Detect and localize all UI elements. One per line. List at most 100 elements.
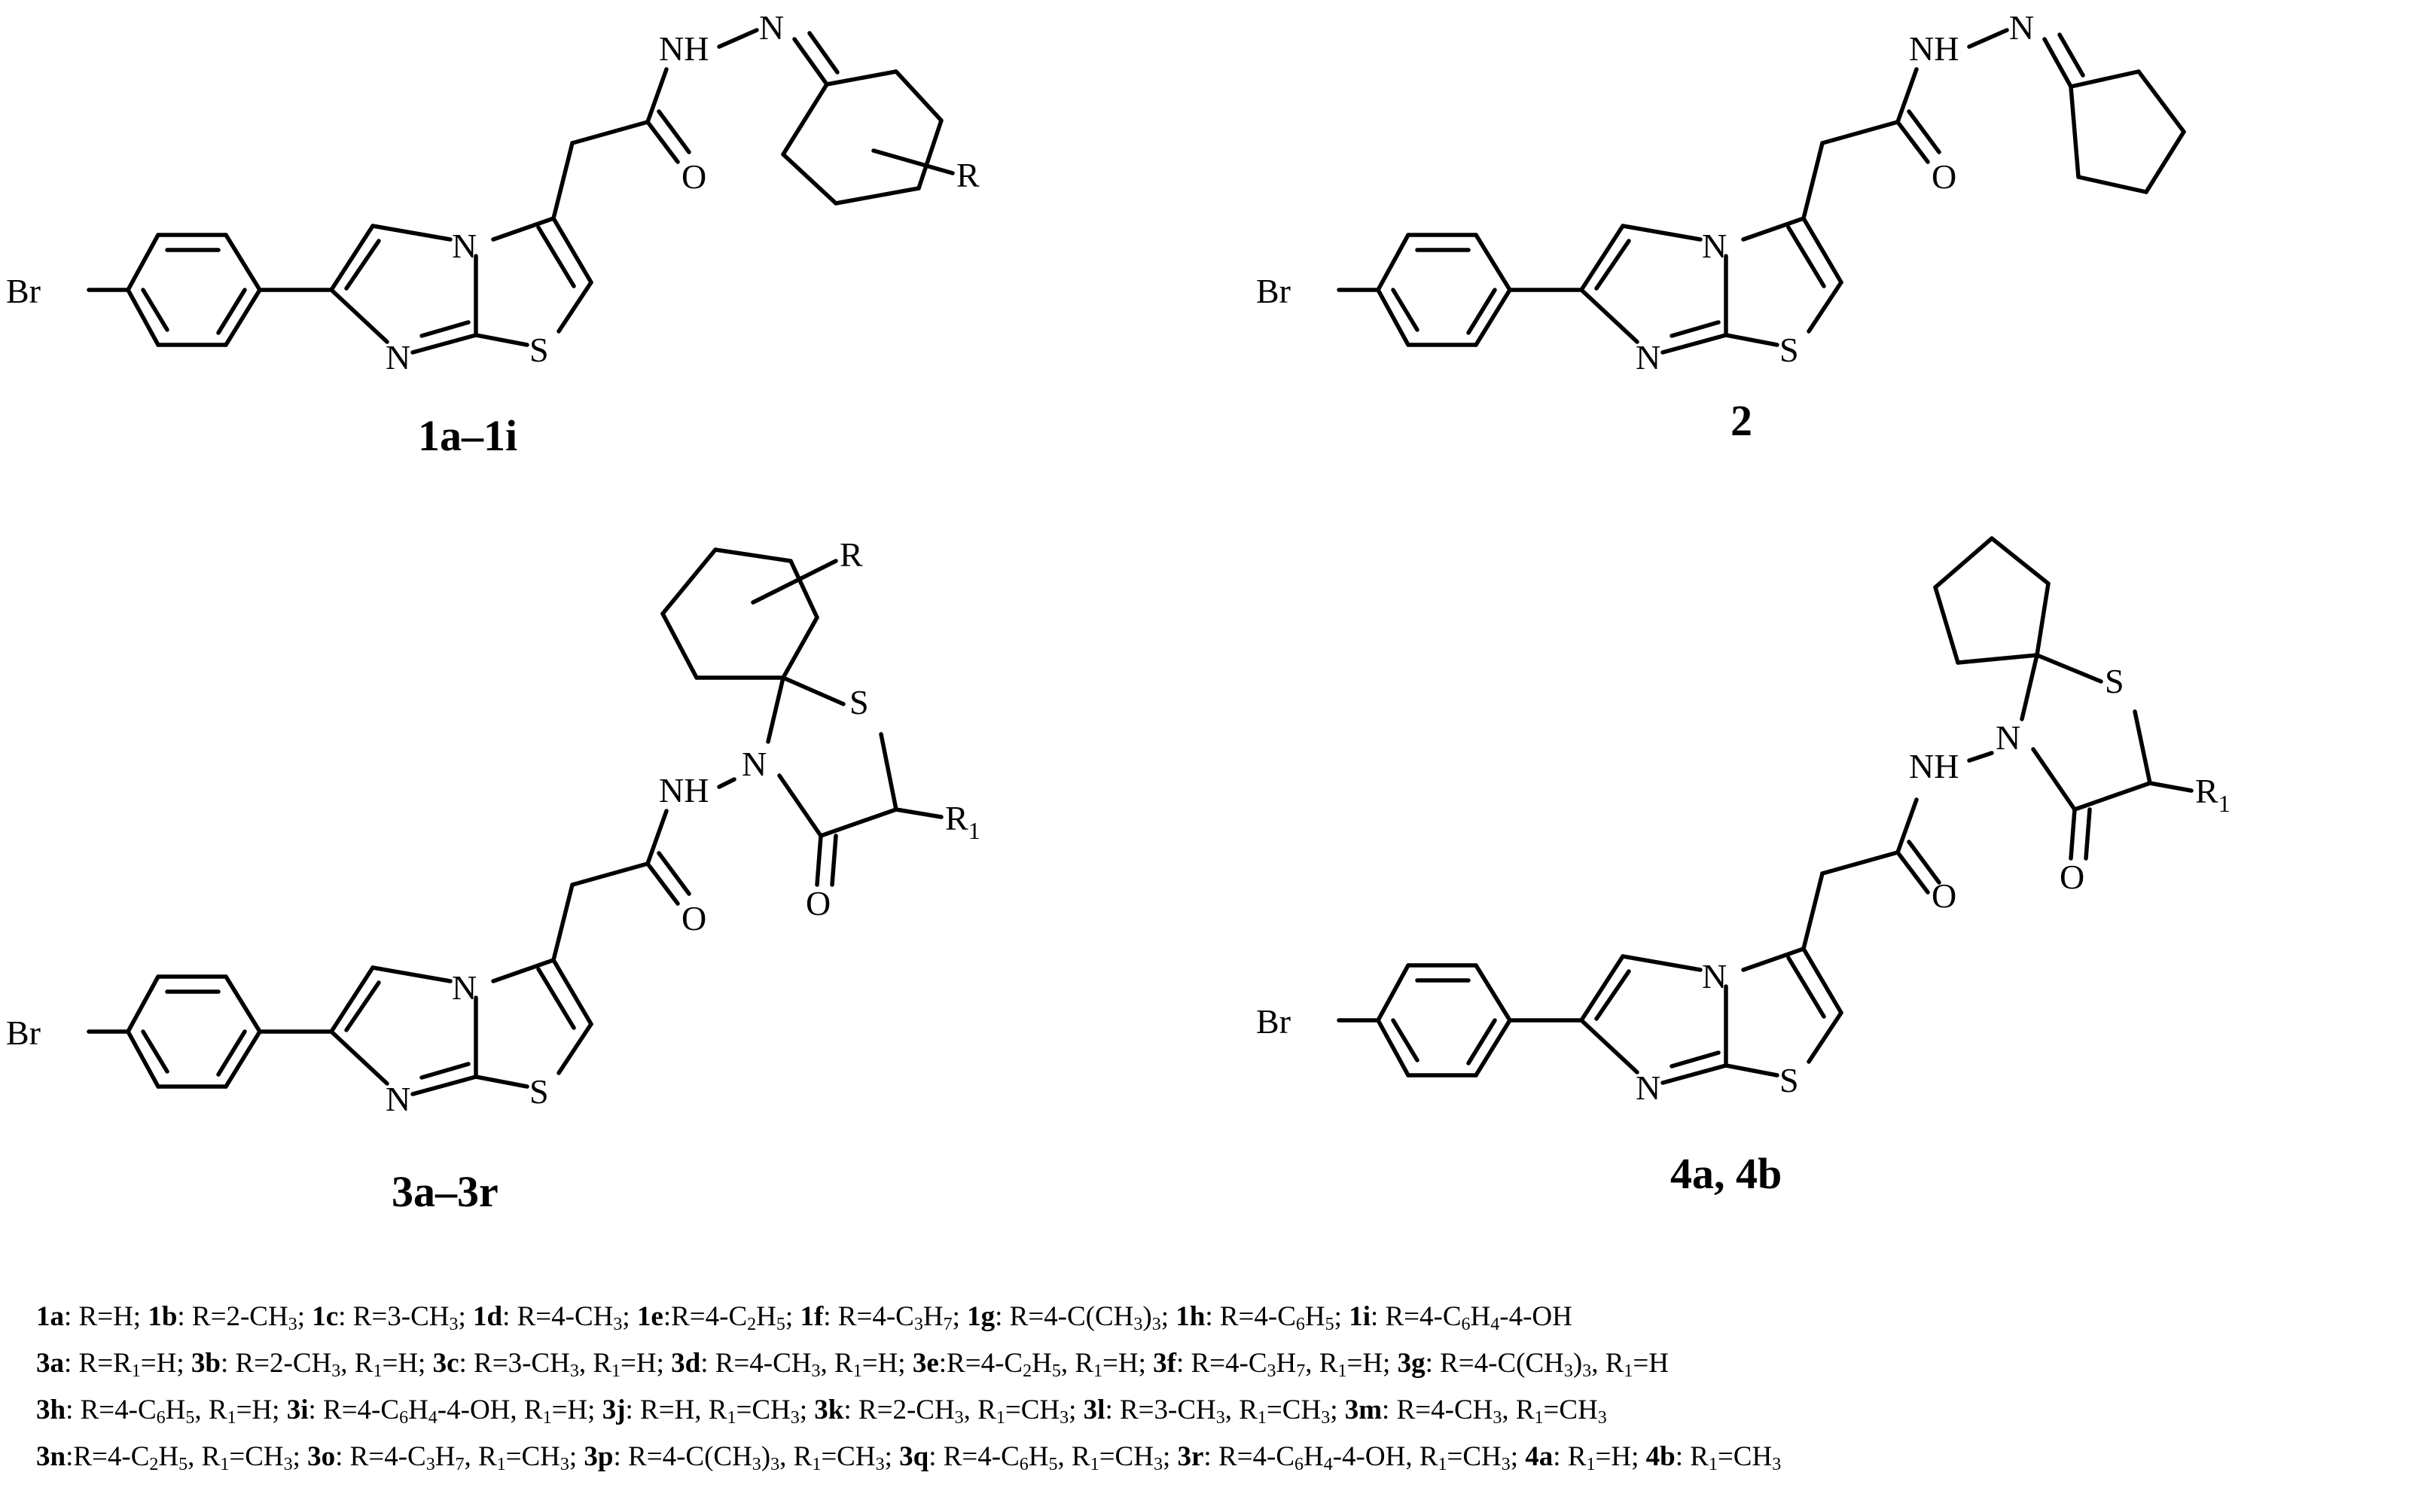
- legend-text: =CH: [1099, 1441, 1154, 1472]
- legend-text: H: [408, 1395, 428, 1425]
- compound-id: 1e: [636, 1301, 663, 1332]
- legend-text: -4-OH: [1499, 1301, 1572, 1332]
- legend-text: -4-OH, R: [437, 1395, 543, 1425]
- subscript: 3: [1597, 1408, 1607, 1428]
- legend-text: : R=2-CH: [177, 1301, 288, 1332]
- subscript: 3: [770, 1455, 780, 1474]
- subscript: 3: [613, 1315, 623, 1334]
- legend-text: , R: [1057, 1441, 1090, 1472]
- subscript: 1: [1337, 1361, 1347, 1381]
- legend-text: : R=4-C: [1370, 1301, 1462, 1332]
- legend-text: =CH: [1447, 1441, 1502, 1472]
- subscript: 3: [1153, 1455, 1163, 1474]
- subscript: 5: [185, 1408, 195, 1428]
- subscript: 1: [727, 1408, 736, 1428]
- subscript: 3: [560, 1455, 569, 1474]
- subscript: 1: [542, 1408, 552, 1428]
- atom-r: R: [840, 535, 863, 574]
- legend-text: : R=4-C: [1203, 1441, 1294, 1472]
- subscript: 3: [449, 1315, 459, 1334]
- compound-label-1: 1a–1i: [418, 411, 517, 460]
- legend-text: : R=2-CH: [843, 1395, 955, 1425]
- legend-text: H: [1304, 1441, 1324, 1472]
- subscript: 1: [220, 1455, 230, 1474]
- legend-text: ;: [799, 1395, 815, 1425]
- legend-text: H: [165, 1395, 186, 1425]
- legend-text: :R=4-C: [66, 1441, 150, 1472]
- subscript: 3: [954, 1408, 964, 1428]
- legend-text: =H: [1633, 1348, 1669, 1379]
- atom-n: N: [1636, 1068, 1660, 1107]
- subscript: 1: [996, 1408, 1005, 1428]
- subscript: 3: [288, 1315, 297, 1334]
- legend-text: =CH: [736, 1395, 791, 1425]
- atom-o: O: [1932, 157, 1956, 196]
- legend-text: : R=4-C(CH: [613, 1441, 752, 1472]
- legend-text: :R=4-C: [663, 1301, 748, 1332]
- atom-n: N: [1702, 957, 1727, 995]
- atom-s: S: [1779, 331, 1799, 369]
- atom-br: Br: [1256, 272, 1291, 310]
- structure-3a-3r: Br N N S NH N S O O R R1 3a–3r: [6, 535, 980, 1216]
- subscript: 3: [1133, 1315, 1143, 1334]
- atom-br: Br: [6, 1014, 41, 1052]
- legend-text: : R=H, R: [625, 1395, 727, 1425]
- atom-r: R: [956, 156, 980, 194]
- legend-text: =H;: [861, 1348, 913, 1379]
- legend-text: =H;: [621, 1348, 672, 1379]
- atom-s: S: [1779, 1061, 1799, 1099]
- compound-id: 3b: [191, 1348, 221, 1379]
- subscript: 3: [1582, 1361, 1592, 1381]
- legend-text: H: [1304, 1301, 1325, 1332]
- legend-text: , R: [1502, 1395, 1535, 1425]
- compound-id: 3p: [584, 1441, 614, 1472]
- legend-text: , R: [194, 1395, 227, 1425]
- legend-text: =H;: [236, 1395, 287, 1425]
- compound-id: 1a: [36, 1301, 64, 1332]
- compound-id: 3l: [1083, 1395, 1105, 1425]
- subscript: 1: [1534, 1408, 1544, 1428]
- legend-text: =CH: [229, 1441, 284, 1472]
- structure-4a-4b: Br N N S NH N S O O R1 4a, 4b: [1256, 536, 2231, 1198]
- subscript: 3: [752, 1455, 761, 1474]
- structure-2: Br N N S NH N O 2: [1256, 8, 2186, 445]
- subscript: 6: [1295, 1315, 1305, 1334]
- subscript: 3: [790, 1408, 800, 1428]
- subscript: 6: [1019, 1455, 1029, 1474]
- atom-n: N: [1996, 718, 2020, 757]
- subscript: 3: [811, 1361, 821, 1381]
- legend-text: ): [1572, 1348, 1583, 1379]
- subscript: 3: [331, 1361, 341, 1381]
- legend-text: , R: [1224, 1395, 1258, 1425]
- atom-n: N: [742, 745, 767, 783]
- legend-text: ;: [297, 1301, 313, 1332]
- legend-text: =CH: [505, 1441, 560, 1472]
- legend-text: : R=4-CH: [700, 1348, 812, 1379]
- atom-n: N: [2009, 8, 2034, 47]
- subscript: 2: [747, 1315, 757, 1334]
- legend-line: 3n:R=4-C2H5, R1=CH3; 3o: R=4-C3H7, R1=CH…: [36, 1434, 2408, 1480]
- compound-id: 3o: [307, 1441, 336, 1472]
- legend-text: =H;: [1595, 1441, 1646, 1472]
- legend-text: =CH: [1543, 1395, 1598, 1425]
- legend-text: H: [1470, 1301, 1491, 1332]
- atom-s: S: [529, 1072, 549, 1111]
- atom-o: O: [2060, 858, 2084, 896]
- legend-text: : R=4-C(CH: [995, 1301, 1134, 1332]
- legend-text: ;: [1330, 1395, 1345, 1425]
- atom-n: N: [452, 227, 477, 265]
- legend-text: : R=4-C(CH: [1425, 1348, 1564, 1379]
- atom-n: N: [1702, 227, 1727, 265]
- legend-text: : R=H;: [64, 1301, 148, 1332]
- compound-id: 3h: [36, 1395, 66, 1425]
- subscript: 4: [1323, 1455, 1333, 1474]
- legend-text: ): [1142, 1301, 1152, 1332]
- legend-text: : R=4-C: [308, 1395, 400, 1425]
- atom-n: N: [452, 968, 477, 1007]
- subscript: 1: [1438, 1455, 1447, 1474]
- legend-text: ;: [785, 1301, 800, 1332]
- legend-text: =CH: [1005, 1395, 1060, 1425]
- compound-id: 3i: [286, 1395, 309, 1425]
- legend-text: ;: [458, 1301, 473, 1332]
- legend-text: =CH: [1266, 1395, 1322, 1425]
